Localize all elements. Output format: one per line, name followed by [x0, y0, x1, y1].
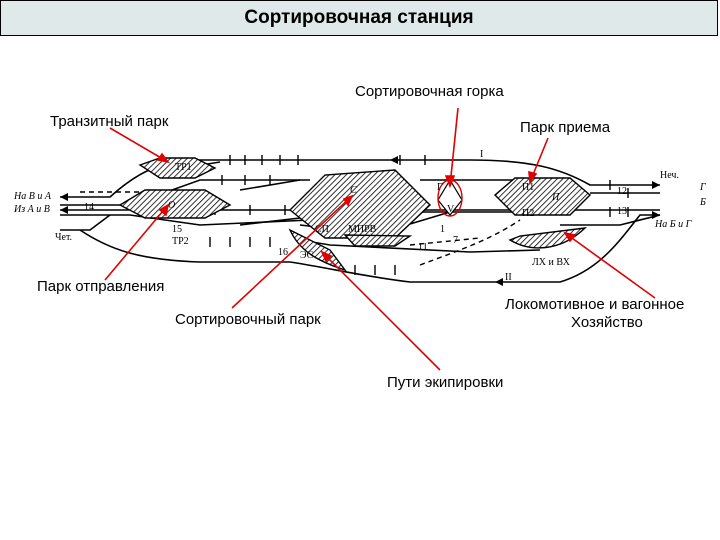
label-sp: СП: [315, 224, 329, 235]
label-right-g: Г: [699, 182, 706, 193]
label-track-2: II: [505, 272, 512, 283]
label-1b: 1: [440, 224, 445, 235]
label-lx-vx: ЛХ и ВХ: [532, 257, 571, 268]
label-p1: П1: [522, 182, 534, 193]
hump-symbol: [437, 178, 463, 216]
mprv-area: [343, 234, 413, 247]
loco-wagon-depot: [508, 227, 588, 249]
track-dashed-right: [419, 219, 521, 266]
label-left-dir-2: Из А и В: [13, 204, 50, 215]
signal-ticks: [209, 155, 629, 275]
label-g: Г: [437, 182, 443, 193]
callout-receiving-park: Парк приема: [520, 119, 611, 136]
callout-loco-wagon-line1: Локомотивное и вагонное: [505, 296, 685, 313]
label-o: О: [168, 200, 175, 211]
callout-equipment-tracks: Пути экипировки: [387, 374, 504, 391]
label-tr1: ТР1: [175, 162, 192, 173]
track-bottom-loop: [79, 214, 660, 283]
label-es: ЭС: [300, 250, 314, 261]
label-p: П: [551, 192, 560, 203]
track-dashed-mid: [409, 237, 481, 246]
callout-line-departure: [104, 204, 169, 281]
callout-line-hump: [449, 107, 459, 187]
label-13: 13: [617, 206, 627, 217]
callout-line-transit: [109, 127, 169, 163]
callout-loco-wagon-line2: Хозяйство: [571, 314, 643, 331]
park-departure-o: [118, 189, 232, 219]
label-left-dir-1: На В и А: [13, 191, 52, 202]
label-7: 7: [453, 235, 458, 246]
callout-hump: Сортировочная горка: [355, 83, 504, 100]
label-right-dir: На Б и Г: [654, 219, 692, 230]
label-16: 16: [278, 247, 288, 258]
callout-transit-park: Транзитный парк: [50, 113, 169, 130]
track-diag-3: [239, 217, 301, 226]
title-bar: Сортировочная станция: [0, 0, 718, 36]
label-track-1: I: [480, 149, 483, 160]
label-tr2: ТР2: [172, 236, 189, 247]
callout-line-loco: [564, 232, 656, 299]
label-12: 12: [617, 186, 627, 197]
track-right-low: [560, 214, 661, 226]
track-left-branch: [60, 214, 111, 231]
park-receiving-p: [493, 177, 592, 216]
callout-line-sorting: [231, 195, 353, 309]
label-v: V: [447, 204, 455, 215]
label-15: 15: [172, 224, 182, 235]
page-title: Сортировочная станция: [244, 7, 474, 28]
callout-line-equipment: [321, 251, 441, 371]
label-14: 14: [84, 202, 94, 213]
track-upper-main: [60, 159, 660, 198]
direction-arrows: [60, 156, 660, 286]
label-11: 11: [418, 242, 428, 253]
callout-departure-park: Парк отправления: [37, 278, 165, 295]
label-even: Чет.: [55, 232, 72, 243]
label-c: С: [350, 185, 357, 196]
callout-lines: [104, 107, 656, 371]
callout-loco-wagon: Локомотивное и вагонное Хозяйство: [505, 296, 720, 332]
label-odd: Неч.: [660, 170, 679, 181]
callout-sorting-park: Сортировочный парк: [175, 311, 321, 328]
label-p2: П2: [522, 208, 534, 219]
label-mprv: МПРВ: [348, 224, 377, 235]
label-right-b: Б: [699, 197, 706, 208]
